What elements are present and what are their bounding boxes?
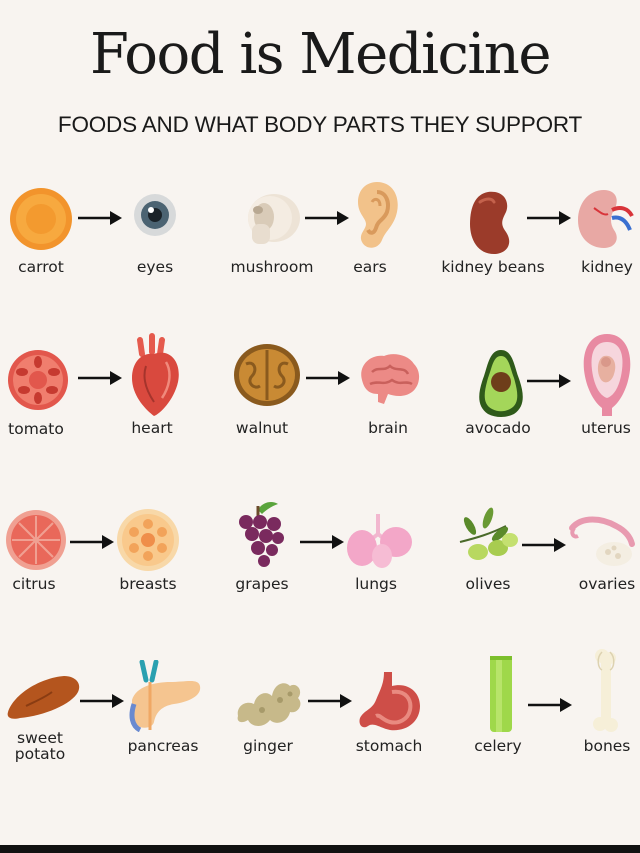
arrow-icon (300, 535, 344, 549)
arrow-icon (78, 211, 122, 225)
body-part-label: eyes (136, 258, 174, 276)
heart-organ-icon (132, 333, 179, 416)
food-label: grapes (235, 575, 289, 593)
food-label: celery (474, 737, 522, 755)
body-part-label: breasts (119, 575, 177, 593)
food-label: mushroom (230, 258, 314, 276)
food-label: kidney beans (441, 258, 545, 276)
bone-icon (593, 649, 618, 732)
citrus-slice-icon (6, 510, 66, 570)
eye-icon (134, 194, 176, 236)
food-label: avocado (465, 419, 531, 437)
grapes-icon (239, 502, 284, 567)
pancreas-icon (129, 660, 201, 732)
carrot-slice-icon (10, 188, 72, 250)
ginger-icon (237, 683, 301, 726)
ovaries-icon (569, 516, 635, 566)
lungs-icon (347, 514, 412, 568)
arrow-icon (70, 535, 114, 549)
food-label: ginger (243, 737, 293, 755)
body-part-label: stomach (355, 737, 423, 755)
page-subtitle: FOODS AND WHAT BODY PARTS THEY SUPPORT (57, 112, 583, 137)
body-part-label: ears (353, 258, 387, 276)
body-part-label: brain (368, 419, 408, 437)
page-title: Food is Medicine (89, 22, 552, 87)
food-label: walnut (235, 419, 289, 437)
tomato-slice-icon (8, 350, 68, 410)
body-part-label: bones (583, 737, 631, 755)
walnut-icon (234, 344, 300, 406)
brain-icon (361, 354, 420, 404)
sweet-potato-icon (7, 676, 80, 719)
celery-icon (490, 656, 512, 732)
olives-icon (459, 507, 518, 560)
arrow-icon (305, 211, 349, 225)
body-part-label: uterus (581, 419, 631, 437)
bottom-bar (0, 845, 640, 853)
uterus-icon (583, 334, 631, 416)
food-label: citrus (12, 575, 56, 593)
kidney-bean-icon (470, 191, 510, 254)
food-label: sweet potato (14, 729, 66, 763)
food-label: olives (465, 575, 511, 593)
breast-tissue-icon (117, 509, 179, 571)
mushroom-icon (248, 194, 300, 244)
arrow-icon (527, 211, 571, 225)
food-label: tomato (8, 420, 64, 438)
arrow-icon (522, 538, 566, 552)
arrow-icon (80, 694, 124, 708)
body-part-label: kidney (581, 258, 633, 276)
arrow-icon (78, 371, 122, 385)
ear-icon (358, 182, 398, 248)
body-part-label: heart (131, 419, 173, 437)
arrow-icon (527, 374, 571, 388)
body-part-label: pancreas (127, 737, 199, 755)
arrow-icon (528, 698, 572, 712)
stomach-icon (359, 672, 420, 731)
arrow-icon (306, 371, 350, 385)
kidney-icon (578, 190, 634, 248)
arrow-icon (308, 694, 352, 708)
body-part-label: lungs (355, 575, 397, 593)
food-label: carrot (18, 258, 64, 276)
avocado-icon (479, 350, 523, 417)
body-part-label: ovaries (578, 575, 636, 593)
